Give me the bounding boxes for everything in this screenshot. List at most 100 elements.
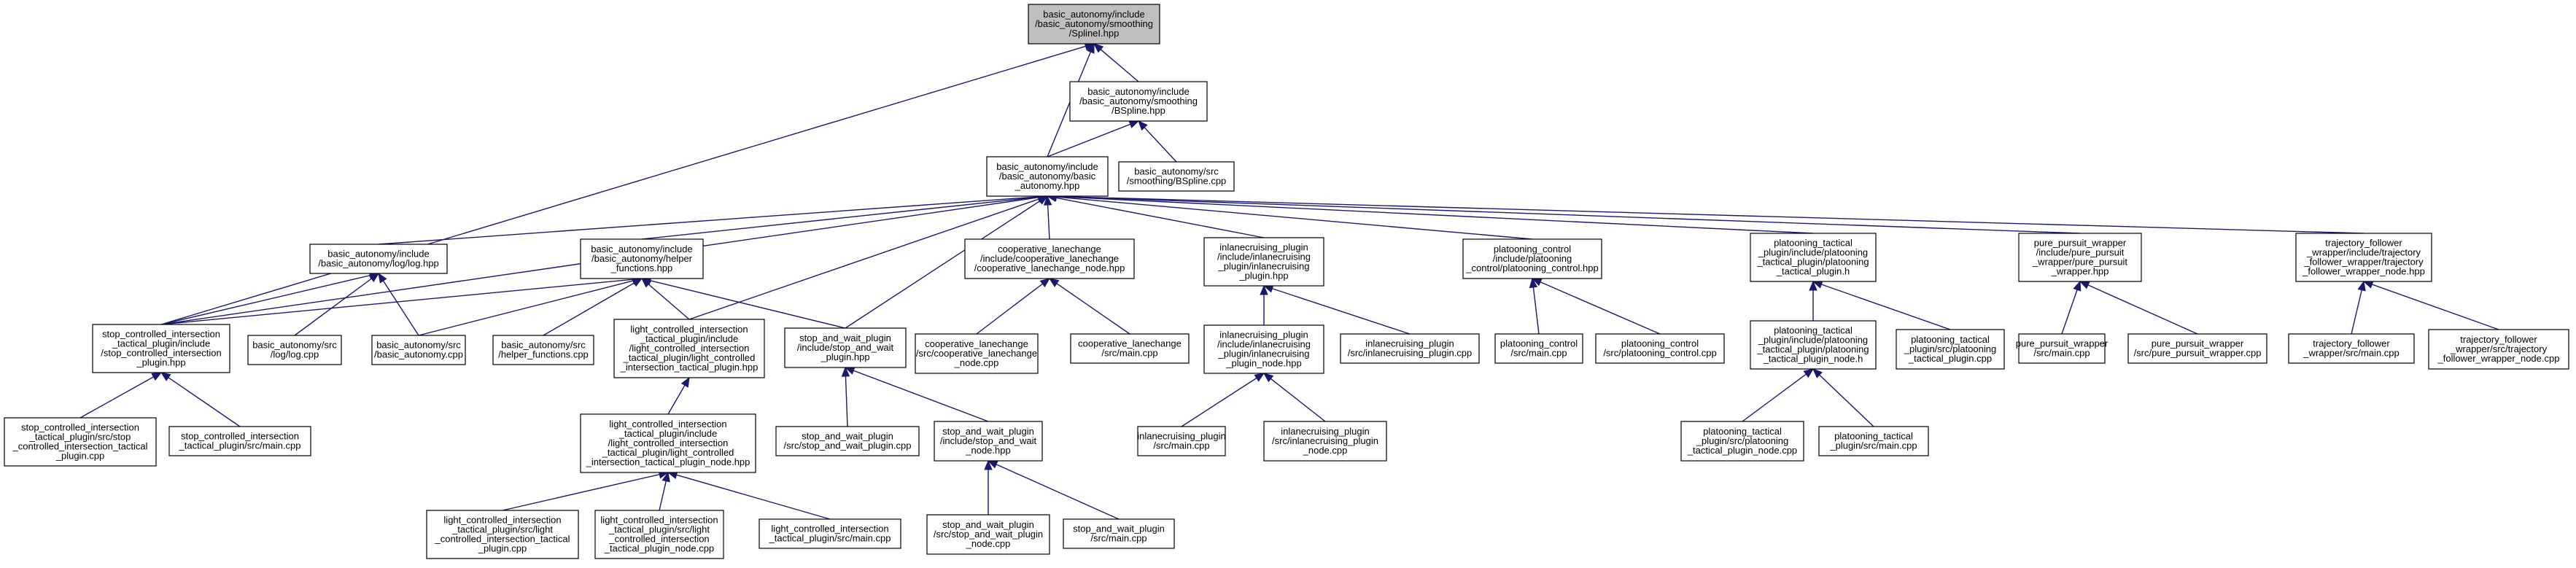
edge-arrowhead bbox=[1128, 120, 1140, 128]
graph-node-helper-hpp[interactable]: basic_autonomy/include/basic_autonomy/he… bbox=[580, 238, 704, 279]
node-label-line: inlanecruising_plugin bbox=[1219, 330, 1308, 341]
node-label-line: /basic_autonomy/helper bbox=[591, 253, 693, 264]
dependency-edge bbox=[1046, 192, 2364, 234]
graph-node-coop-node-cpp[interactable]: cooperative_lanechange/src/cooperative_l… bbox=[915, 333, 1039, 374]
graph-node-platoon-tac-node-cpp[interactable]: platooning_tactical_plugin/src/platoonin… bbox=[1680, 421, 1804, 462]
node-label-line: trajectory_follower bbox=[2460, 334, 2537, 345]
graph-node-tf-node-cpp[interactable]: trajectory_follower_wrapper/src/trajecto… bbox=[2428, 329, 2569, 370]
graph-node-platoon-tac-main[interactable]: platooning_tactical_plugin/src/main.cpp bbox=[1818, 426, 1929, 456]
graph-node-pp-main[interactable]: pure_pursuit_wrapper/src/main.cpp bbox=[2016, 333, 2108, 364]
graph-node-sci-hpp[interactable]: stop_controlled_intersection_tactical_pl… bbox=[92, 324, 230, 373]
graph-node-bspline-hpp[interactable]: basic_autonomy/include/basic_autonomy/sm… bbox=[1069, 81, 1208, 122]
graph-node-lci-cpp[interactable]: light_controlled_intersection_tactical_p… bbox=[426, 510, 579, 559]
dependency-edge bbox=[1531, 278, 1661, 335]
edge-arrowhead bbox=[1039, 278, 1051, 288]
node-label-line: _plugin.hpp bbox=[1238, 271, 1288, 281]
graph-node-pp-hpp[interactable]: pure_pursuit_wrapper/include/pure_pursui… bbox=[2018, 233, 2142, 282]
graph-node-pp-cpp[interactable]: pure_pursuit_wrapper/src/pure_pursuit_wr… bbox=[2127, 333, 2267, 364]
node-label-line: trajectory_follower bbox=[2325, 238, 2402, 249]
graph-node-saw-node-cpp[interactable]: stop_and_wait_plugin/src/stop_and_wait_p… bbox=[926, 514, 1050, 555]
edge-line bbox=[1270, 378, 1326, 422]
dependency-edge bbox=[1046, 192, 2081, 234]
edge-arrowhead bbox=[1529, 277, 1538, 289]
graph-node-coop-main[interactable]: cooperative_lanechange/src/main.cpp bbox=[1070, 333, 1190, 364]
node-label-line: _follower_wrapper/trajectory bbox=[2303, 257, 2424, 268]
node-label-line: /src/main.cpp bbox=[2033, 348, 2090, 359]
graph-node-inlane-cpp[interactable]: inlanecruising_plugin/src/inlanecruising… bbox=[1340, 333, 1480, 364]
node-label-line: basic_autonomy/src bbox=[252, 340, 337, 351]
edge-arrowhead bbox=[1809, 280, 1817, 291]
graph-node-platoon-tac-h[interactable]: platooning_tactical_plugin/include/plato… bbox=[1750, 233, 1877, 282]
graph-node-helper-cpp[interactable]: basic_autonomy/src/helper_functions.cpp bbox=[492, 335, 594, 365]
graph-node-platoon-tac-cpp[interactable]: platooning_tactical_plugin/src/platoonin… bbox=[1896, 329, 2005, 370]
dependency-edge bbox=[844, 367, 989, 422]
node-label-line: _plugin/src/platooning bbox=[1904, 343, 1996, 354]
node-label-line: _tactical_plugin/light_controlled bbox=[623, 352, 756, 363]
node-label-line: _tactical_plugin/src/main.cpp bbox=[179, 440, 301, 451]
node-label-line: /src/stop_and_wait_plugin bbox=[934, 529, 1043, 540]
graph-node-inlane-node-hpp[interactable]: inlanecruising_plugin/include/inlanecrui… bbox=[1203, 324, 1324, 374]
graph-node-basic-autonomy-hpp[interactable]: basic_autonomy/include/basic_autonomy/ba… bbox=[986, 156, 1109, 197]
graph-node-lci-node-hpp[interactable]: light_controlled_intersection_tactical_p… bbox=[580, 413, 756, 473]
graph-node-sci-cpp[interactable]: stop_controlled_intersection_tactical_pl… bbox=[4, 417, 157, 467]
edge-line bbox=[676, 474, 831, 520]
dependency-edge bbox=[1262, 373, 1326, 422]
graph-node-sci-main[interactable]: stop_controlled_intersection_tactical_pl… bbox=[168, 426, 311, 456]
node-label-line: platooning_control bbox=[1500, 338, 1578, 349]
graph-node-inlane-node-cpp[interactable]: inlanecruising_plugin/src/inlanecruising… bbox=[1263, 421, 1387, 462]
dependency-edge bbox=[1529, 277, 1540, 335]
node-label-line: _wrapper/src/main.cpp bbox=[2303, 348, 2400, 359]
graph-node-saw-hpp[interactable]: stop_and_wait_plugin/include/stop_and_wa… bbox=[784, 327, 907, 368]
graph-node-log-hpp[interactable]: basic_autonomy/include/basic_autonomy/lo… bbox=[309, 244, 448, 274]
dependency-edge bbox=[502, 470, 670, 511]
graph-node-lci-node-cpp[interactable]: light_controlled_intersection_tactical_p… bbox=[594, 510, 724, 559]
graph-node-tf-node-hpp[interactable]: trajectory_follower_wrapper/include/traj… bbox=[2295, 233, 2432, 282]
node-layer: basic_autonomy/include/basic_autonomy/sm… bbox=[4, 4, 2569, 559]
edge-line bbox=[378, 196, 1039, 245]
edge-line bbox=[976, 283, 1043, 335]
graph-node-saw-main[interactable]: stop_and_wait_plugin/src/main.cpp bbox=[1063, 518, 1175, 549]
graph-node-platoon-ctrl-main[interactable]: platooning_control/src/main.cpp bbox=[1494, 333, 1583, 364]
node-label-line: /helper_functions.cpp bbox=[498, 349, 589, 360]
node-label-line: _plugin.hpp bbox=[136, 357, 185, 368]
node-label-line: _plugin/src/platooning bbox=[1696, 435, 1788, 446]
graph-node-tf-main[interactable]: trajectory_follower_wrapper/src/main.cpp bbox=[2288, 333, 2415, 364]
node-box bbox=[926, 514, 1050, 555]
graph-node-inlane-hpp[interactable]: inlanecruising_plugin/include/inlanecrui… bbox=[1203, 237, 1324, 287]
node-label-line: /src/pure_pursuit_wrapper.cpp bbox=[2134, 348, 2262, 359]
node-label-line: basic_autonomy/include bbox=[591, 244, 692, 254]
node-label-line: /include/platooning bbox=[1493, 253, 1572, 264]
dependency-edge bbox=[1742, 368, 1815, 422]
node-box bbox=[580, 413, 756, 473]
graph-node-lci-hpp[interactable]: light_controlled_intersection_tactical_p… bbox=[613, 319, 765, 378]
graph-node-platoon-tac-node-h[interactable]: platooning_tactical_plugin/include/plato… bbox=[1750, 320, 1877, 370]
graph-node-log-cpp[interactable]: basic_autonomy/src/log/log.cpp bbox=[247, 335, 342, 365]
node-label-line: _wrapper/src/trajectory bbox=[2450, 343, 2548, 354]
node-label-line: /include/stop_and_wait bbox=[940, 435, 1037, 446]
graph-node-ba-cpp[interactable]: basic_autonomy/src/basic_autonomy.cpp bbox=[371, 335, 466, 365]
edge-line bbox=[2061, 289, 2078, 335]
edge-line bbox=[1056, 283, 1130, 335]
edge-arrowhead bbox=[1812, 368, 1823, 378]
graph-node-spline[interactable]: basic_autonomy/include/basic_autonomy/sm… bbox=[1028, 4, 1160, 44]
dependency-edge bbox=[667, 376, 690, 415]
edge-arrowhead bbox=[1037, 195, 1049, 205]
node-box bbox=[1063, 518, 1175, 549]
graph-node-coop-node-hpp[interactable]: cooperative_lanechange/include/cooperati… bbox=[964, 238, 1135, 279]
graph-node-platoon-ctrl-hpp[interactable]: platooning_control/include/platooning_co… bbox=[1462, 238, 1602, 279]
node-box bbox=[1818, 426, 1929, 456]
graph-node-inlane-main[interactable]: inlanecruising_plugin/src/main.cpp bbox=[1137, 426, 1226, 456]
node-label-line: _tactical_plugin/platooning bbox=[1756, 344, 1869, 355]
node-label-line: _wrapper.hpp bbox=[2051, 266, 2109, 277]
node-box bbox=[964, 238, 1135, 279]
graph-node-bspline-cpp[interactable]: basic_autonomy/src/smoothing/BSpline.cpp bbox=[1118, 161, 1235, 192]
node-label-line: /src/platooning_control.cpp bbox=[1603, 348, 1716, 359]
graph-node-lci-main[interactable]: light_controlled_intersection_tactical_p… bbox=[759, 518, 901, 549]
graph-node-platoon-ctrl-cpp[interactable]: platooning_control/src/platooning_contro… bbox=[1595, 333, 1725, 364]
node-box bbox=[1340, 333, 1480, 364]
graph-node-saw-cpp[interactable]: stop_and_wait_plugin/src/stop_and_wait_p… bbox=[775, 426, 920, 456]
graph-node-saw-node-hpp[interactable]: stop_and_wait_plugin/include/stop_and_wa… bbox=[934, 421, 1043, 462]
node-label-line: _plugin.cpp bbox=[55, 451, 105, 462]
node-label-line: _plugin/inlanecruising bbox=[1217, 261, 1309, 272]
